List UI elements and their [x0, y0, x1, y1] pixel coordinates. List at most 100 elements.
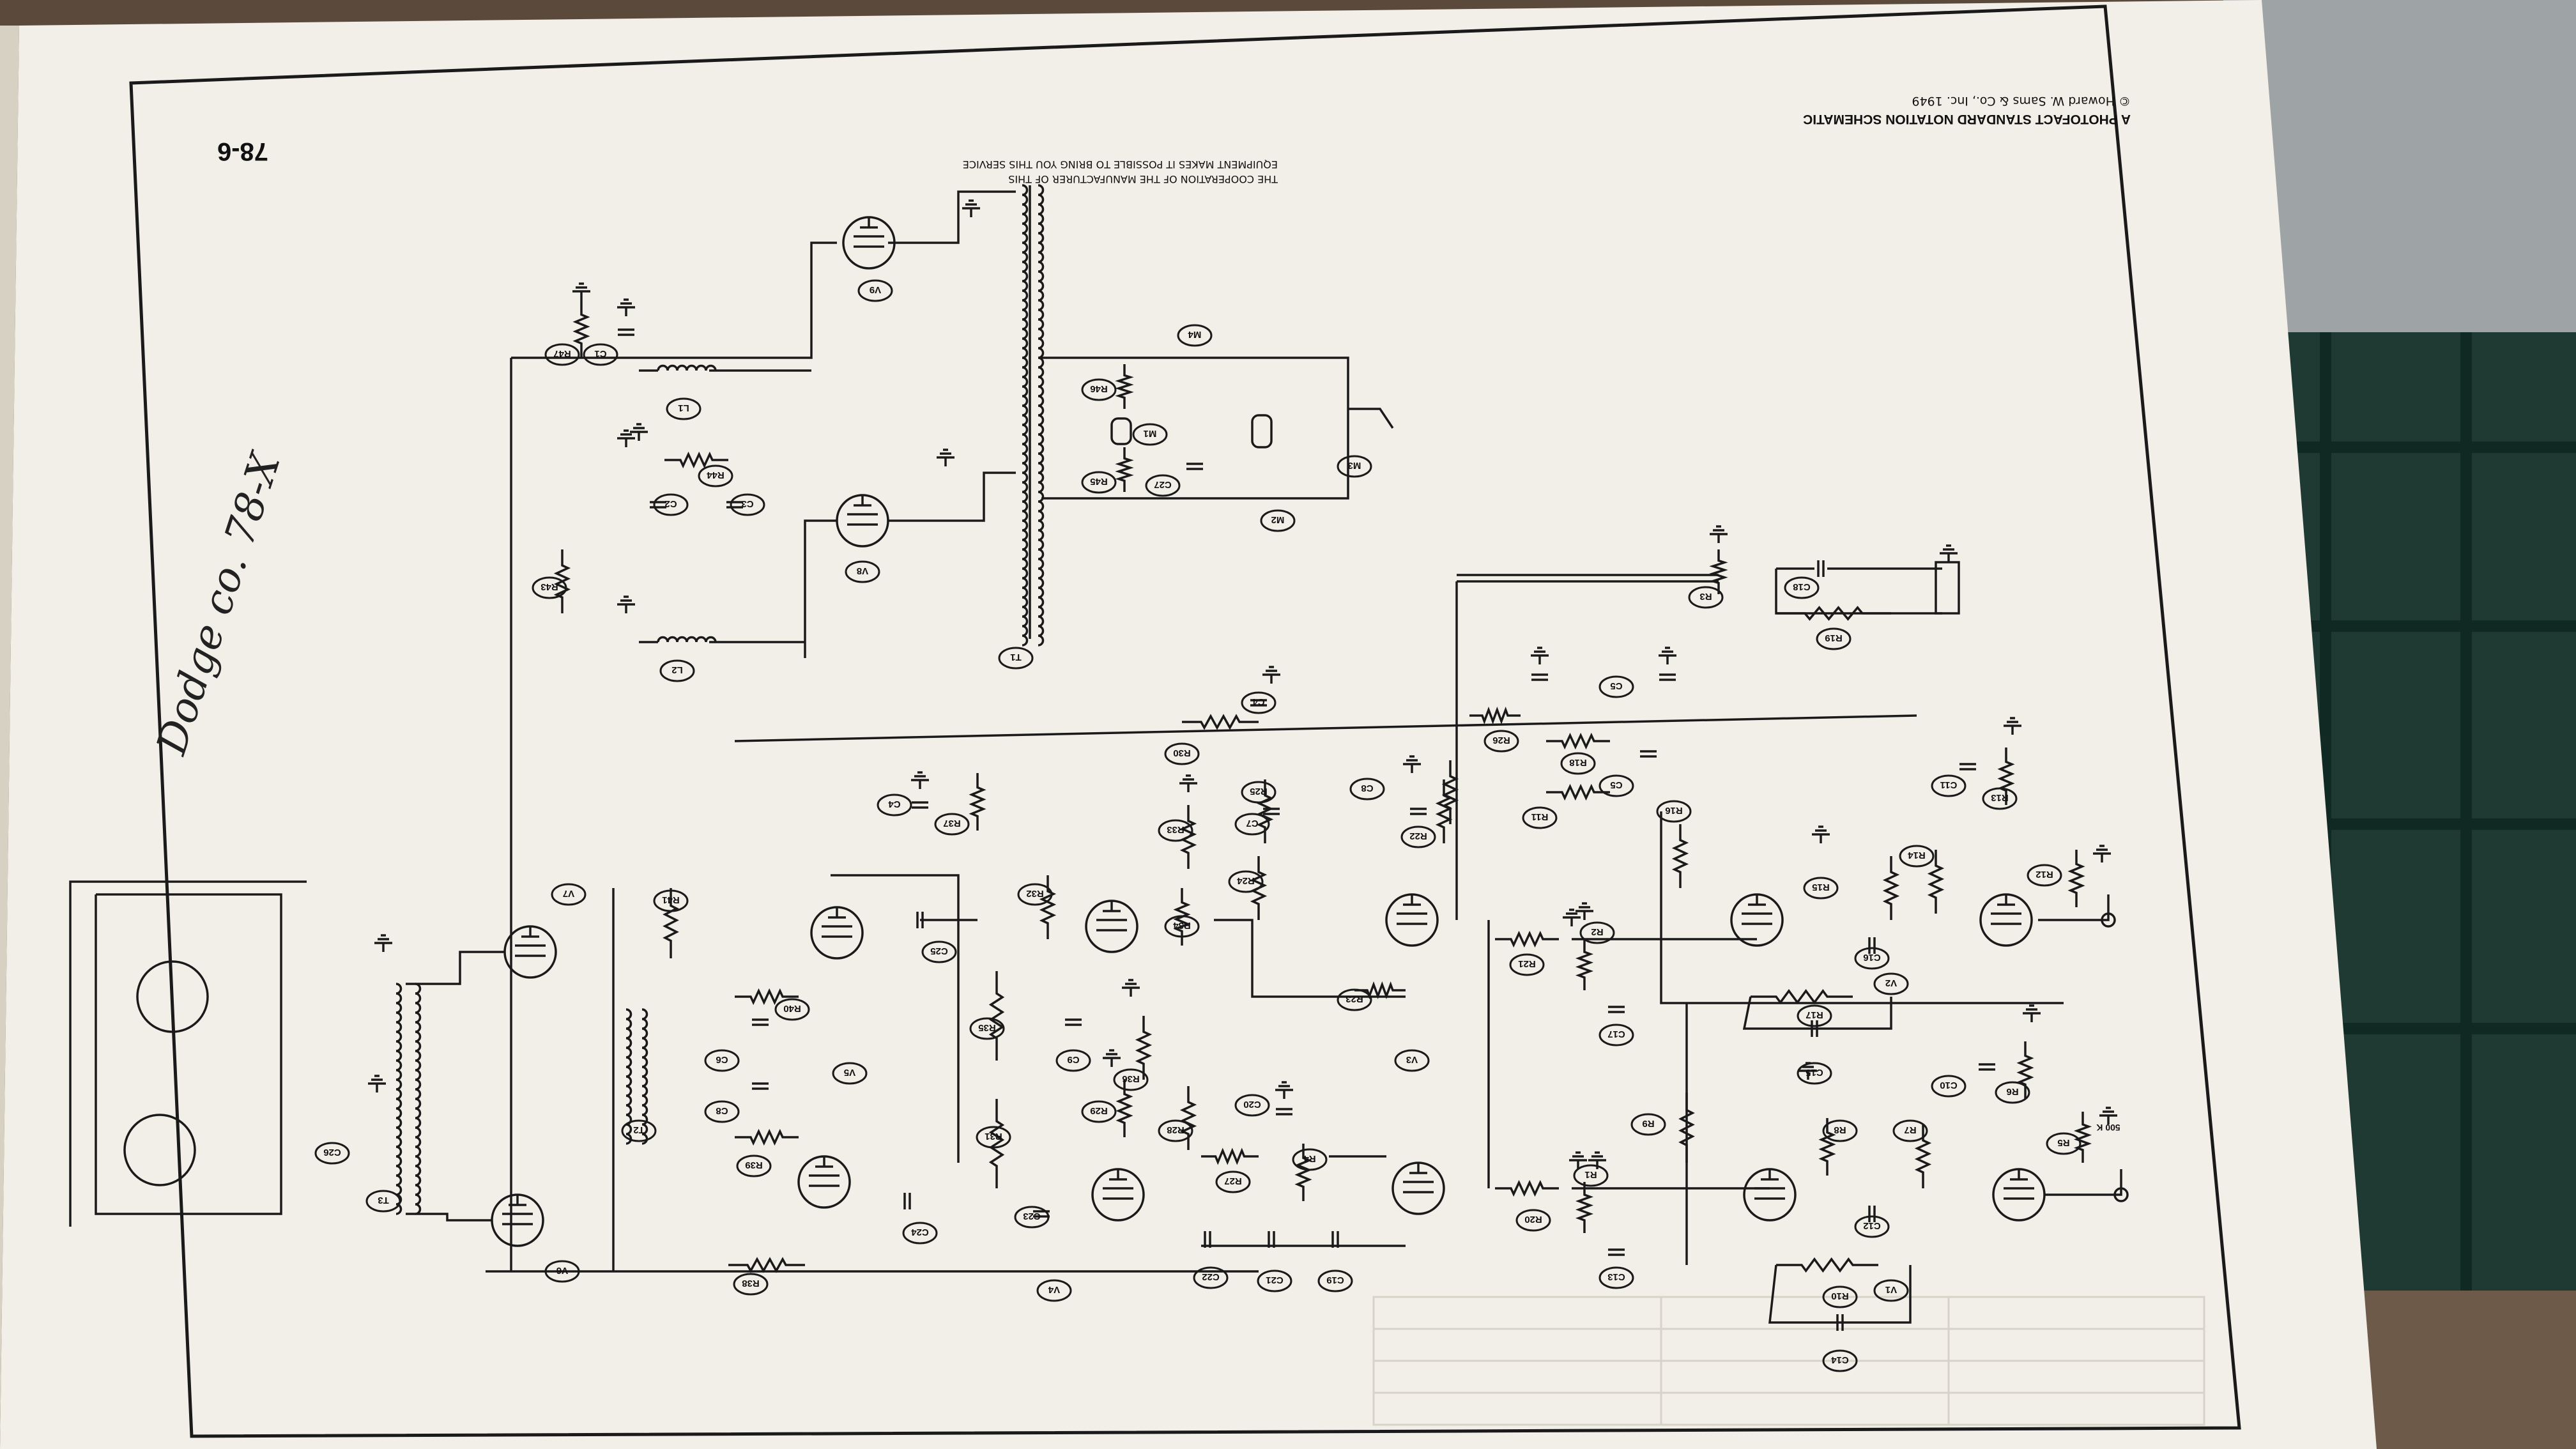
r14 [1927, 850, 1945, 914]
wire [1742, 996, 1892, 1030]
r28-ref: R28 [1167, 1124, 1184, 1135]
r16-ref: R16 [1665, 805, 1683, 816]
r7-ref: R7 [1904, 1124, 1916, 1135]
schematic-border [129, 4, 2241, 1438]
c4-ref-badge [877, 793, 912, 816]
c26-ref-badge [314, 1142, 350, 1165]
m2-ref-badge [1260, 509, 1296, 532]
c15-ref-badge [1797, 1062, 1832, 1085]
schematic [69, 184, 2129, 1372]
r4-ref-badge [1292, 1148, 1328, 1171]
r21-ref-badge [1509, 953, 1545, 976]
v7-ref: V7 [563, 888, 574, 899]
wire [1660, 811, 2064, 1004]
c20-ref-badge [1234, 1094, 1270, 1117]
r36-ref-badge [1113, 1068, 1149, 1091]
r14-ref: R14 [1908, 850, 1926, 861]
r35-ref: R35 [978, 1022, 996, 1033]
r44-ref-badge [698, 464, 733, 487]
r30-ref-badge [1164, 742, 1200, 765]
v4-ref: V4 [1048, 1284, 1060, 1295]
c12-ref-badge [1854, 1215, 1890, 1238]
c10-ref: C10 [1940, 1080, 1958, 1091]
r44 [664, 451, 728, 469]
c2-ref: C2 [664, 498, 677, 509]
r38 [728, 1257, 805, 1273]
r24-ref: R24 [1237, 875, 1255, 886]
v8-ref: V8 [857, 565, 868, 576]
v8-ref-badge [845, 560, 880, 583]
hv-lead [888, 190, 1016, 244]
l2-ref-badge [659, 659, 695, 682]
r34-ref-badge [1164, 915, 1200, 938]
r45 [1115, 447, 1134, 492]
r45-ref-badge [1081, 471, 1117, 494]
r19-ref-badge [1816, 627, 1851, 650]
r36 [1135, 1016, 1153, 1080]
r28-ref-badge [1158, 1119, 1193, 1142]
r22-ref: R22 [1409, 831, 1427, 841]
wire [406, 1213, 492, 1222]
r22b [1441, 760, 1459, 824]
r37 [969, 773, 986, 831]
r4-ref: R4 [1303, 1153, 1316, 1164]
r2-ref: R2 [1591, 926, 1603, 937]
r1 [1575, 1182, 1594, 1233]
r27-ref-badge [1215, 1170, 1251, 1193]
output-frame [95, 893, 282, 1215]
c7-ref-badge [1234, 813, 1270, 836]
r12 [2067, 850, 2085, 907]
c16-ref: C16 [1863, 952, 1881, 963]
r26 [1469, 706, 1521, 725]
r18-ref-badge [1560, 752, 1596, 775]
t1-primary [1022, 634, 1029, 647]
m-lamp [1251, 414, 1273, 448]
r37-ref: R37 [943, 818, 961, 829]
r18-ref: R18 [1569, 757, 1587, 768]
output-socket [136, 960, 209, 1033]
r6-ref: R6 [2006, 1086, 2018, 1097]
c19-ref: C19 [1326, 1275, 1344, 1285]
v3-ref-badge [1394, 1049, 1430, 1072]
paper-page [0, 0, 2377, 1449]
r43-ref: R43 [540, 581, 558, 592]
b-plus-lead [804, 519, 837, 658]
m1-ref: M1 [1144, 428, 1157, 439]
wire [1768, 1264, 1912, 1324]
paper-edge-shadow [0, 26, 19, 1449]
r5-val: 500 K [2096, 1123, 2120, 1133]
wire [2038, 894, 2110, 921]
mains-plug [1348, 408, 1394, 429]
c6-ref: C6 [716, 1054, 728, 1065]
r39 [735, 1128, 799, 1146]
header-note: THE COOPERATION OF THE MANUFACTURER OF T… [963, 158, 1278, 185]
wire [831, 874, 960, 1163]
r40-ref: R40 [783, 1003, 801, 1014]
c14-ref-badge [1822, 1349, 1858, 1372]
c1-ref: C1 [594, 348, 606, 359]
c14-ref: C14 [1831, 1354, 1849, 1365]
r23-ref-badge [1337, 988, 1372, 1011]
wire [1214, 919, 1406, 998]
c17-ref: C17 [1607, 1029, 1625, 1039]
r41-ref: R41 [662, 894, 680, 905]
t2-label: T2 [633, 1124, 645, 1135]
r12-ref: R12 [2035, 869, 2053, 880]
input-jack [1935, 561, 1960, 615]
c4-ref: C4 [888, 799, 901, 809]
r33-ref-badge [1158, 819, 1193, 842]
r44-ref: R44 [707, 470, 724, 480]
v1-ref-badge [1873, 1279, 1909, 1302]
t3-label-badge [365, 1190, 401, 1213]
c22-ref: C22 [1202, 1271, 1220, 1282]
c24-ref-badge [902, 1222, 938, 1245]
r3-ref: R3 [1699, 591, 1712, 602]
c5-ref: C5 [1610, 680, 1622, 691]
wire [2044, 1169, 2122, 1196]
r34-ref: R34 [1173, 920, 1191, 931]
r36-ref: R36 [1122, 1073, 1140, 1084]
r23-ref: R23 [1346, 993, 1363, 1004]
c19-ref-badge [1317, 1269, 1353, 1292]
v9-ref-badge [857, 279, 893, 302]
output-frame [69, 880, 307, 1227]
